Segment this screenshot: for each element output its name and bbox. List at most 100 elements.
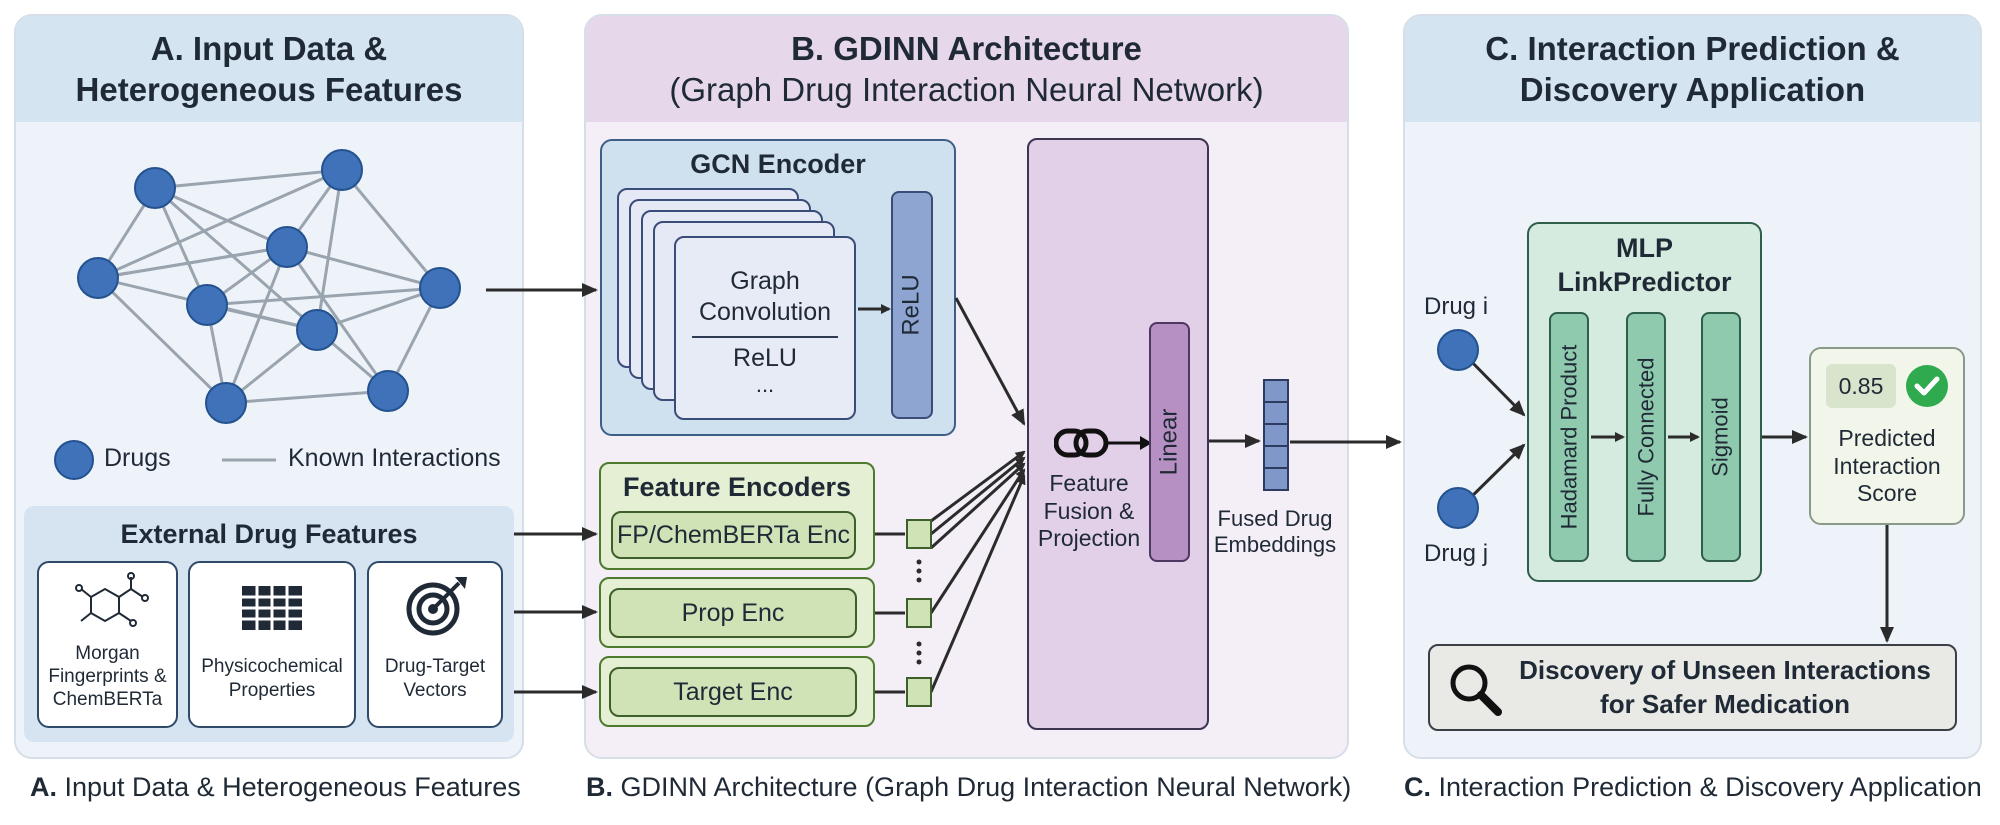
score-value: 0.85 — [1826, 364, 1896, 408]
linear-layer-bar: Linear — [1149, 322, 1190, 562]
score-label-line: Interaction — [1833, 452, 1941, 479]
arrow-token-to-fusion — [930, 450, 1026, 523]
panel-b-title-line2: (Graph Drug Interaction Neural Network) — [669, 71, 1264, 108]
gcn-card-divider — [692, 336, 838, 338]
check-icon — [1906, 365, 1948, 407]
prop-encoder: Prop Enc — [609, 588, 857, 638]
drug-node — [205, 382, 247, 424]
legend-drug-node-icon — [54, 440, 94, 480]
drug-node — [321, 149, 363, 191]
fully-connected-layer: Fully Connected — [1626, 312, 1666, 562]
feature-label-line: Fingerprints & — [48, 665, 167, 687]
table-grid-icon — [242, 586, 302, 630]
drug-j-label: Drug j — [1424, 540, 1489, 567]
mlp-title: MLP LinkPredictor — [1527, 232, 1762, 300]
drug-node — [419, 267, 461, 309]
encoder-output-token — [906, 677, 932, 707]
score-label-line: Score — [1856, 480, 1918, 507]
fp-chemberta-encoder: FP/ChemBERTa Enc — [611, 511, 856, 559]
gcn-layer-card: Graph Convolution ReLU ... — [674, 236, 856, 420]
fusion-label: Feature Fusion & Projection — [1030, 470, 1148, 553]
panel-b-title-line1: B. GDINN Architecture — [791, 29, 1142, 67]
arrow-token-to-fusion — [929, 468, 1026, 614]
drug-node — [367, 370, 409, 412]
fused-embeddings-line: Embeddings — [1213, 532, 1337, 558]
graph-convolution-label: Graph — [730, 267, 800, 295]
legend-interactions-label: Known Interactions — [288, 444, 501, 472]
drug-interaction-graph — [54, 149, 461, 480]
sigmoid-layer: Sigmoid — [1701, 312, 1741, 562]
score-label: Predicted Interaction Score — [1809, 425, 1965, 508]
target-icon — [406, 577, 467, 636]
gcn-card-relu: ReLU — [733, 344, 797, 372]
caption-c-prefix: C. — [1404, 772, 1431, 802]
feature-label-physicochemical: Physicochemical Properties — [190, 655, 354, 703]
feature-card-drug-target: Drug-Target Vectors — [367, 561, 503, 728]
panel-c-title-line2: Discovery Application — [1519, 71, 1866, 108]
caption-a-prefix: A. — [30, 772, 57, 802]
panel-a-header: A. Input Data & Heterogeneous Features — [16, 16, 522, 122]
score-label-line: Predicted — [1838, 425, 1936, 451]
drug-j-node — [1437, 487, 1479, 529]
drug-node — [266, 226, 308, 268]
fused-embeddings-label: Fused Drug Embeddings — [1200, 506, 1350, 559]
drug-nodes — [77, 149, 461, 424]
relu-bar: ReLU — [891, 191, 933, 419]
encoder-output-token — [906, 519, 932, 549]
panel-c-title-line1: C. Interaction Prediction & — [1485, 29, 1900, 67]
arrow-token-to-fusion — [930, 456, 1026, 536]
external-features-title: External Drug Features — [120, 518, 418, 549]
gcn-card-ellipsis: ... — [755, 372, 775, 397]
arrow-token-to-fusion — [929, 462, 1026, 550]
caption-c-text: Interaction Prediction & Discovery Appli… — [1431, 772, 1982, 802]
search-icon — [1450, 664, 1502, 716]
drug-node — [134, 167, 176, 209]
panel-a-title-line1: A. Input Data & — [150, 29, 388, 67]
discovery-label-line: for Safer Medication — [1600, 689, 1850, 719]
caption-a: A. Input Data & Heterogeneous Features — [30, 772, 521, 803]
feature-card-fingerprints: Morgan Fingerprints & ChemBERTa — [37, 561, 178, 728]
caption-a-text: Input Data & Heterogeneous Features — [57, 772, 521, 802]
legend-drugs-label: Drugs — [104, 444, 171, 472]
molecule-icon — [75, 572, 149, 627]
feature-card-physicochemical: Physicochemical Properties — [188, 561, 356, 728]
feature-label-line: Vectors — [403, 679, 467, 701]
graph-convolution-label: Convolution — [698, 298, 832, 327]
mlp-title-line: MLP — [1616, 233, 1673, 263]
arrow-relu-to-fusion — [954, 297, 1026, 426]
drug-node — [296, 309, 338, 351]
caption-b-text: GDINN Architecture (Graph Drug Interacti… — [613, 772, 1352, 802]
fused-embedding-vector — [1263, 379, 1289, 491]
caption-b-prefix: B. — [586, 772, 613, 802]
feature-label-fingerprints: Morgan Fingerprints & ChemBERTa — [39, 643, 176, 711]
fused-embeddings-line: Fused Drug — [1217, 506, 1333, 531]
drug-i-label: Drug i — [1424, 293, 1489, 320]
fusion-label-line: Fusion & — [1043, 497, 1135, 524]
mlp-title-line: LinkPredictor — [1557, 266, 1732, 297]
panel-c-header: C. Interaction Prediction & Discovery Ap… — [1405, 16, 1980, 122]
feature-encoders-title: Feature Encoders — [622, 471, 852, 502]
discovery-label-line: Discovery of Unseen Interactions — [1519, 655, 1931, 686]
arrow-token-to-fusion — [929, 474, 1026, 693]
feature-label-line: Properties — [228, 679, 316, 701]
drug-i-node — [1437, 329, 1479, 371]
gcn-encoder-title: GCN Encoder — [690, 148, 866, 179]
feature-label-line: Physicochemical — [201, 656, 343, 677]
caption-b: B. GDINN Architecture (Graph Drug Intera… — [586, 772, 1351, 803]
feature-label-line: Drug-Target — [384, 656, 486, 677]
target-encoder: Target Enc — [609, 667, 857, 717]
discovery-label: Discovery of Unseen Interactions for Saf… — [1500, 652, 1950, 724]
feature-label-line: ChemBERTa — [52, 688, 163, 710]
caption-c: C. Interaction Prediction & Discovery Ap… — [1404, 772, 1982, 803]
discovery-box — [1428, 644, 1957, 731]
drug-node — [77, 257, 119, 299]
fusion-label-line: Projection — [1037, 525, 1141, 552]
panel-a-title-line2: Heterogeneous Features — [75, 71, 463, 108]
fusion-label-line: Feature — [1049, 470, 1129, 496]
encoder-output-token — [906, 598, 932, 628]
hadamard-product-layer: Hadamard Product — [1549, 312, 1589, 562]
drug-node — [186, 284, 228, 326]
link-chain-icon — [1054, 428, 1152, 458]
feature-label-line: Morgan — [75, 643, 140, 664]
